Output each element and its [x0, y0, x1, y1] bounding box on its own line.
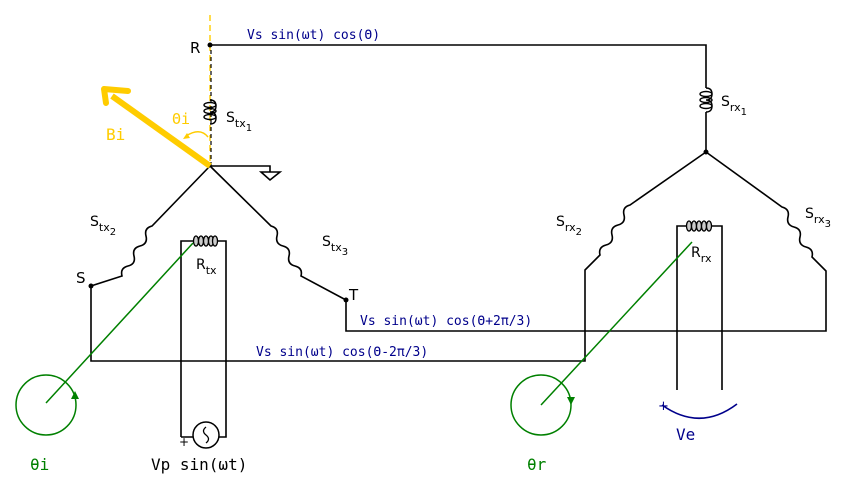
rrx-winding: [676, 225, 723, 390]
bi-arrowhead-icon: [101, 86, 131, 106]
srx1-coil: [699, 87, 713, 113]
ve-plus: +: [658, 399, 669, 414]
r-signal-label: Vs sin(ωt) cos(Θ): [247, 28, 380, 43]
bi-label: Bi: [106, 125, 125, 144]
theta-r-label: θr: [527, 455, 547, 474]
t-wire: [209, 151, 827, 332]
rx-neutral-node: [703, 149, 709, 155]
rtx-winding: [180, 240, 227, 438]
t-signal-label: Vs sin(ωt) cos(Θ+2π/3): [360, 314, 532, 329]
theta-i-angle-label: Θi: [172, 110, 190, 128]
s-terminal: [88, 283, 94, 289]
tx-rotor-circle: [15, 374, 77, 436]
stx3-label: Stx3: [322, 234, 348, 258]
s-label: S: [76, 269, 86, 287]
stx1-coil: [203, 99, 217, 125]
stx2-label: Stx2: [90, 214, 116, 238]
rx-rotor-line: [540, 241, 693, 406]
tx-rotor-line: [45, 242, 194, 404]
srx1-label: Srx1: [721, 94, 747, 118]
s-wire: [90, 151, 707, 362]
ve-label: Ve: [676, 425, 695, 444]
rrx-coil: [685, 220, 713, 232]
r-wire: [210, 44, 707, 152]
source-plus: +: [179, 435, 189, 449]
srx3-label: Srx3: [805, 206, 831, 230]
rtx-coil: [192, 235, 219, 247]
source-label: Vp sin(ωt): [151, 455, 247, 474]
stx1-label: Stx1: [226, 110, 252, 134]
rx-rotation-arrow-icon: [567, 397, 575, 405]
ve-arc: [661, 403, 738, 420]
t-label: T: [348, 286, 359, 304]
s-signal-label: Vs sin(ωt) cos(Θ-2π/3): [256, 345, 428, 360]
theta-i-arc: [185, 131, 209, 138]
t-terminal: [343, 297, 349, 303]
srx2-label: Srx2: [556, 214, 582, 238]
tx-rotation-arrow-icon: [71, 391, 79, 399]
rtx-label: Rtx: [196, 257, 217, 277]
bi-vector: [110, 93, 212, 169]
theta-i-arrow-icon: [183, 133, 190, 139]
r-label: R: [190, 39, 200, 57]
rrx-label: Rrx: [691, 245, 712, 265]
theta-i-label: θi: [30, 455, 49, 474]
r-terminal: [207, 42, 213, 48]
ac-source-icon: [192, 421, 220, 449]
ground-icon: [210, 165, 283, 182]
